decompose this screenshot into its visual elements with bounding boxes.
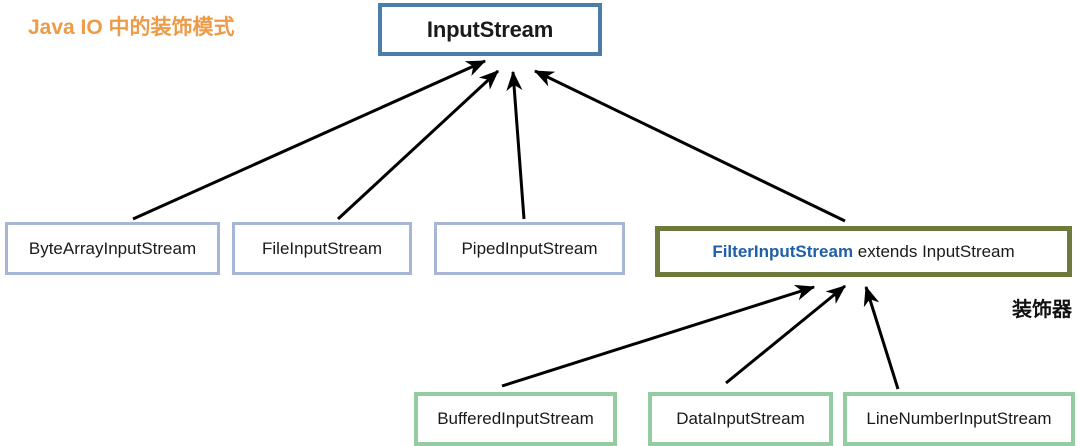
class-label-fileinputstream: FileInputStream (262, 238, 382, 258)
class-label-inputstream: InputStream (426, 16, 554, 42)
class-label-filterinputstream: FilterInputStream (712, 241, 854, 261)
class-label-filterinputstream-extends: extends InputStream (853, 241, 1015, 261)
class-box-linenumberinputstream[interactable]: LineNumberInputStream (843, 392, 1075, 446)
class-box-fileinputstream[interactable]: FileInputStream (232, 222, 412, 275)
inheritance-arrow (501, 284, 816, 388)
class-box-bufferedinputstream[interactable]: BufferedInputStream (414, 392, 617, 446)
class-box-bytearrayinputstream[interactable]: ByteArrayInputStream (5, 222, 220, 275)
class-label-linenumberinputstream: LineNumberInputStream (866, 409, 1052, 428)
inheritance-arrow (863, 285, 900, 390)
class-label-pipedinputstream: PipedInputStream (461, 238, 598, 258)
inheritance-arrow (506, 70, 526, 220)
class-box-filterinputstream[interactable]: FilterInputStream extends InputStream (655, 226, 1072, 277)
class-label-bytearrayinputstream: ByteArrayInputStream (28, 238, 197, 258)
class-box-inputstream[interactable]: InputStream (378, 3, 602, 56)
decorator-annotation-label: 装饰器 (1012, 299, 1072, 321)
class-box-datainputstream[interactable]: DataInputStream (648, 392, 833, 446)
inheritance-arrow (533, 69, 846, 223)
inheritance-arrow (132, 59, 487, 221)
class-label-bufferedinputstream: BufferedInputStream (437, 409, 594, 428)
class-box-pipedinputstream[interactable]: PipedInputStream (434, 222, 625, 275)
inheritance-arrow (725, 284, 846, 385)
class-label-filterinputstream-wrapper: FilterInputStream extends InputStream (712, 242, 1014, 262)
inheritance-arrow (336, 69, 500, 221)
diagram-title: Java IO 中的装饰模式 (28, 16, 235, 39)
class-label-datainputstream: DataInputStream (676, 409, 805, 428)
